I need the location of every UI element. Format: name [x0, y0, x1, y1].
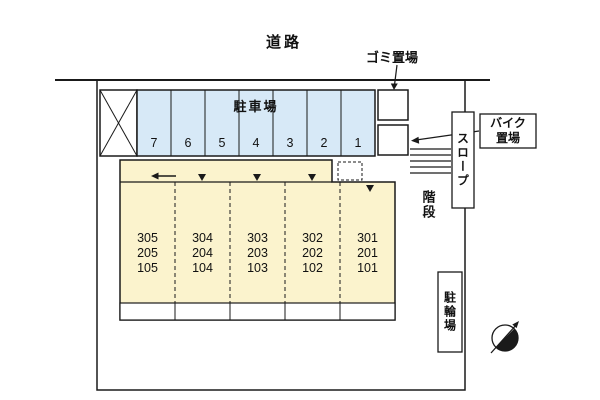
unit-room-numbers: 301 201 101	[340, 231, 395, 276]
balcony	[119, 302, 396, 321]
garbage-arrow-icon	[390, 64, 398, 90]
room-number: 205	[137, 246, 158, 260]
site-boundary	[96, 79, 466, 391]
entry-triangle-icons	[198, 174, 374, 192]
room-number: 301	[357, 231, 378, 245]
unit-dividers	[174, 182, 341, 303]
parking-stall-number: 1	[354, 136, 362, 150]
room-number: 102	[302, 261, 323, 275]
unit-room-numbers: 304 204 104	[175, 231, 230, 276]
stairs-hatch	[410, 148, 451, 174]
parking-stall-number: 3	[286, 136, 294, 150]
unit-room-numbers: 305 205 105	[120, 231, 175, 276]
compass-icon	[490, 321, 519, 354]
room-number: 304	[192, 231, 213, 245]
room-number: 105	[137, 261, 158, 275]
bike-storage-box	[377, 124, 409, 156]
parking-area	[136, 89, 376, 157]
room-number: 204	[192, 246, 213, 260]
parking-stall-number: 6	[184, 136, 192, 150]
room-number: 203	[247, 246, 268, 260]
bike-storage-label: バイク置場	[490, 116, 526, 145]
parking-lot-label: 駐車場	[233, 99, 279, 114]
parking-stall-number: 5	[218, 136, 226, 150]
entrance-dashed-box	[337, 161, 363, 181]
room-number: 303	[247, 231, 268, 245]
unit-room-numbers: 303 203 103	[230, 231, 285, 276]
room-number: 101	[357, 261, 378, 275]
road-label: 道路	[265, 34, 302, 51]
unit-room-numbers: 302 202 102	[285, 231, 340, 276]
room-number: 201	[357, 246, 378, 260]
garbage-area-label: ゴミ置場	[366, 50, 419, 65]
garbage-box	[377, 89, 409, 121]
parking-stall-number: 2	[320, 136, 328, 150]
room-number: 103	[247, 261, 268, 275]
crossed-box	[99, 89, 138, 157]
corridor-arrow-icon	[151, 172, 176, 180]
parking-stall-number: 4	[252, 136, 260, 150]
room-number: 305	[137, 231, 158, 245]
bicycle-parking-label: 駐輪場	[442, 291, 457, 333]
stairs-label: 階段	[420, 190, 436, 220]
room-number: 202	[302, 246, 323, 260]
bike-storage-label-box	[479, 113, 537, 149]
room-number: 104	[192, 261, 213, 275]
slope-label: スロープ	[455, 132, 470, 188]
parking-stall-number: 7	[150, 136, 158, 150]
bicycle-parking-box	[437, 271, 463, 353]
room-number: 302	[302, 231, 323, 245]
slope-box	[451, 111, 475, 209]
